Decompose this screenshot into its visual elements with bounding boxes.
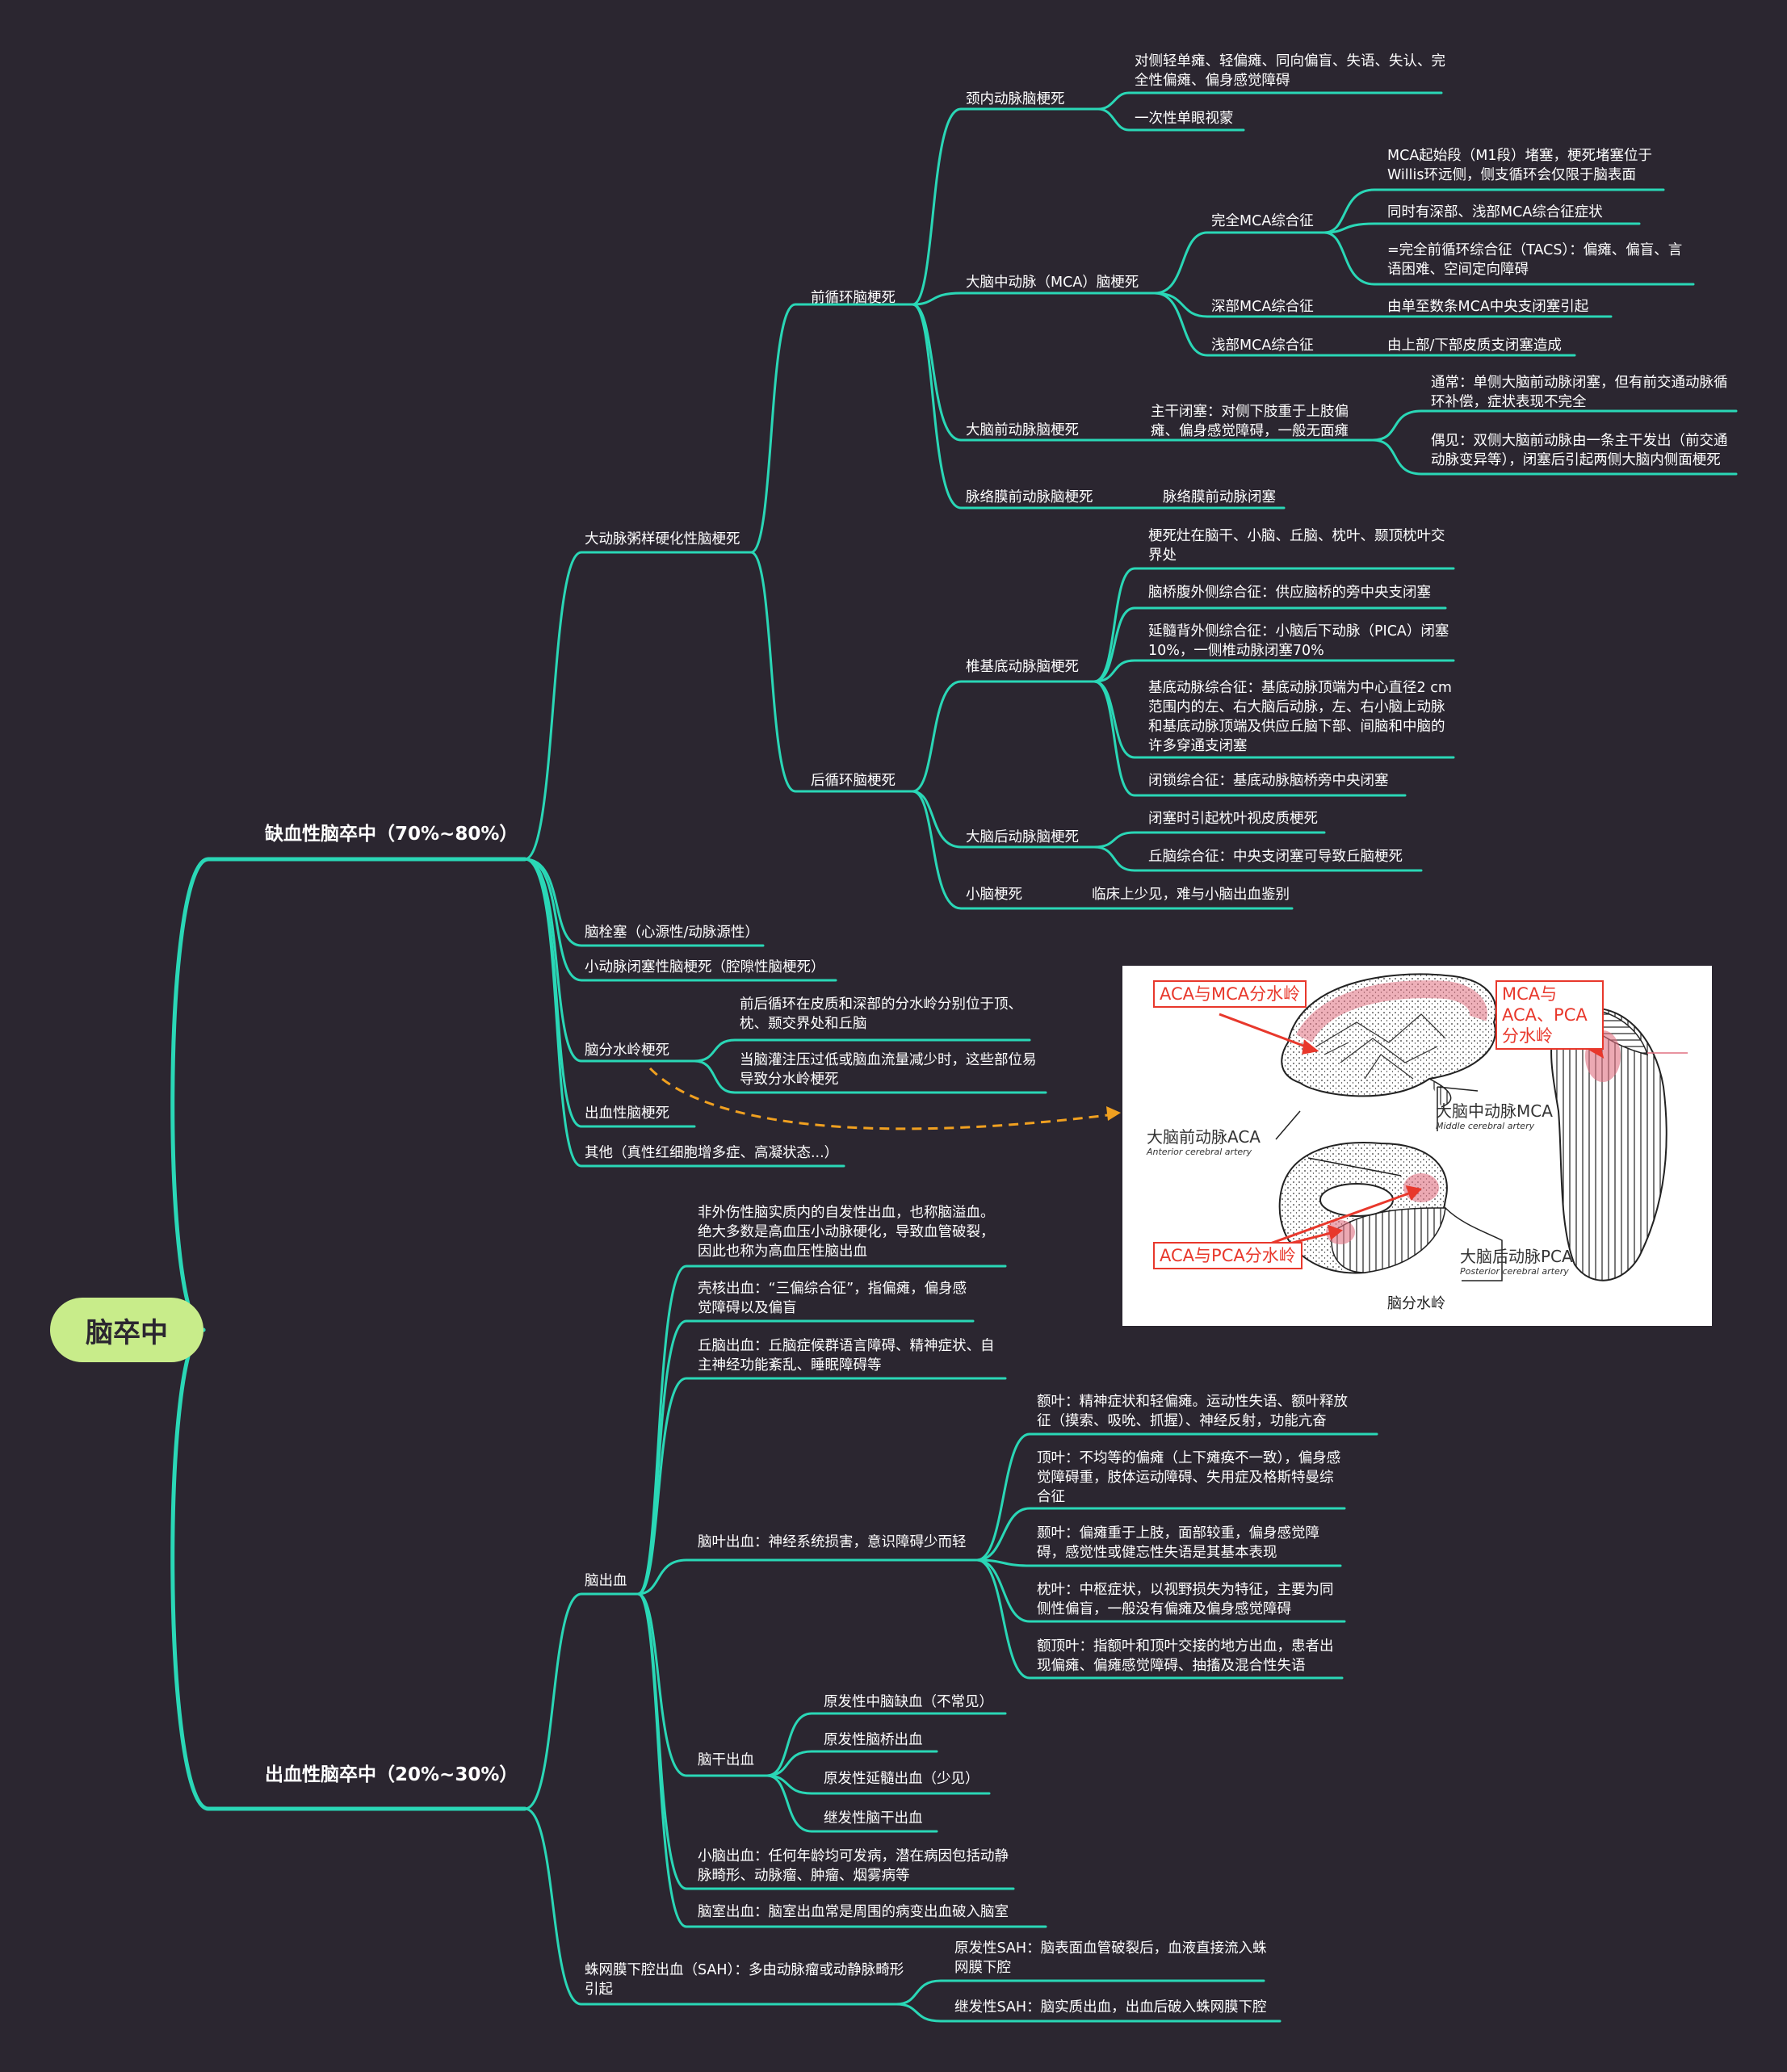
lacunar-node[interactable]: 小动脉闭塞性脑梗死（腔隙性脑梗死） — [585, 959, 825, 975]
ischemic-stroke-node[interactable]: 缺血性脑卒中（70%~80%） — [265, 824, 518, 845]
label-aca-mca-watershed: ACA与MCA分水岭 — [1153, 980, 1307, 1008]
brainstem-item-4: 继发性脑干出血 — [824, 1810, 923, 1827]
figure-caption: 脑分水岭 — [1387, 1295, 1445, 1312]
hemorrhagic-stroke-node[interactable]: 出血性脑卒中（20%~30%） — [265, 1764, 518, 1785]
ica-item-2: 一次性单眼视蒙 — [1135, 111, 1234, 127]
pca-item-1: 闭塞时引起枕叶视皮质梗死 — [1148, 811, 1318, 827]
aca-trunk: 主干闭塞：对侧下肢重于上肢偏瘫、偏身感觉障碍，一般无面瘫 — [1151, 404, 1349, 439]
brainstem-item-2: 原发性脑桥出血 — [824, 1732, 923, 1748]
brainstem-hemorrhage-node[interactable]: 脑干出血 — [698, 1752, 754, 1768]
ventricular-hemorrhage: 脑室出血：脑室出血常是周围的病变出血破入脑室 — [698, 1904, 1009, 1920]
mca-caption-cn: 大脑中动脉MCA — [1436, 1101, 1553, 1121]
vb-node[interactable]: 椎基底动脉脑梗死 — [966, 659, 1079, 675]
mca-caption: 大脑中动脉MCA Middle cerebral artery — [1436, 1098, 1553, 1131]
thalamic-hemorrhage: 丘脑出血：丘脑症候群语言障碍、精神症状、自主神经功能紊乱、睡眠障碍等 — [698, 1338, 995, 1374]
complete-mca-item-3: =完全前循环综合征（TACS）：偏瘫、偏盲、言语困难、空间定向障碍 — [1387, 242, 1683, 278]
hemorrhagic-infarct-node[interactable]: 出血性脑梗死 — [585, 1105, 669, 1122]
other-node[interactable]: 其他（真性红细胞增多症、高凝状态...） — [585, 1145, 839, 1161]
pca-caption-en: Posterior cerebral artery — [1460, 1266, 1569, 1277]
label-mca-aca-pca-watershed: MCA与ACA、PCA分水岭 — [1495, 980, 1604, 1050]
brainstem-item-3: 原发性延髓出血（少见） — [824, 1771, 979, 1787]
anterior-circulation-node[interactable]: 前循环脑梗死 — [811, 290, 896, 306]
watershed-figure-arrow — [648, 1067, 1115, 1130]
sah-node[interactable]: 蛛网膜下腔出血（SAH）：多由动脉瘤或动静脉畸形引起 — [585, 1962, 904, 1998]
sah-primary: 原发性SAH：脑表面血管破裂后，血液直接流入蛛网膜下腔 — [954, 1940, 1267, 1976]
vb-item-2: 脑桥腹外侧综合征：供应脑桥的旁中央支闭塞 — [1148, 585, 1431, 601]
pca-item-2: 丘脑综合征：中央支闭塞可导致丘脑梗死 — [1148, 849, 1403, 865]
superficial-mca-desc: 由上部/下部皮质支闭塞造成 — [1387, 338, 1562, 354]
watershed-node[interactable]: 脑分水岭梗死 — [585, 1042, 669, 1059]
pca-node[interactable]: 大脑后动脉脑梗死 — [966, 829, 1079, 845]
lobar-item-occipital: 枕叶：中枢症状，以视野损失为特征，主要为同侧性偏盲，一般没有偏瘫及偏身感觉障碍 — [1037, 1582, 1334, 1617]
label-aca-pca-watershed: ACA与PCA分水岭 — [1153, 1242, 1302, 1269]
complete-mca-item-2: 同时有深部、浅部MCA综合征症状 — [1387, 204, 1603, 220]
lobar-hemorrhage-node[interactable]: 脑叶出血：神经系统损害，意识障碍少而轻 — [698, 1534, 967, 1550]
root-node[interactable]: 脑卒中 — [50, 1298, 203, 1362]
deep-mca-desc: 由单至数条MCA中央支闭塞引起 — [1387, 299, 1589, 315]
deep-mca-node[interactable]: 深部MCA综合征 — [1211, 299, 1314, 315]
mca-node[interactable]: 大脑中动脉（MCA）脑梗死 — [966, 275, 1139, 291]
ich-intro: 非外伤性脑实质内的自发性出血，也称脑溢血。绝大多数是高血压小动脉硬化，导致血管破… — [698, 1205, 995, 1260]
lobar-item-frontoparietal: 额顶叶：指额叶和顶叶交接的地方出血，患者出现偏瘫、偏瘫感觉障碍、抽搐及混合性失语 — [1037, 1638, 1334, 1674]
complete-mca-item-1: MCA起始段（M1段）堵塞，梗死堵塞位于Willis环远侧，侧支循环会仅限于脑表… — [1387, 148, 1653, 183]
lobar-item-parietal: 顶叶：不均等的偏瘫（上下瘫痪不一致），偏身感觉障碍重，肢体运动障碍、失用症及格斯… — [1037, 1450, 1341, 1505]
aca-node[interactable]: 大脑前动脉脑梗死 — [966, 422, 1079, 438]
ica-item-1: 对侧轻单瘫、轻偏瘫、同向偏盲、失语、失认、完全性偏瘫、偏身感觉障碍 — [1135, 53, 1445, 89]
sah-secondary: 继发性SAH：脑实质出血，出血后破入蛛网膜下腔 — [954, 1999, 1267, 2015]
complete-mca-node[interactable]: 完全MCA综合征 — [1211, 213, 1314, 229]
watershed-figure: ACA与MCA分水岭 MCA与ACA、PCA分水岭 ACA与PCA分水岭 大脑中… — [1122, 966, 1712, 1326]
choroidal-desc: 脉络膜前动脉闭塞 — [1163, 489, 1276, 505]
aca-caption: 大脑前动脉ACA Anterior cerebral artery — [1147, 1124, 1261, 1157]
aca-item-1: 通常：单侧大脑前动脉闭塞，但有前交通动脉循环补偿，症状表现不完全 — [1431, 375, 1728, 410]
aca-item-2: 偶见：双侧大脑前动脉由一条主干发出（前交通动脉变异等），闭塞后引起两侧大脑内侧面… — [1431, 433, 1728, 468]
watershed-item-1: 前后循环在皮质和深部的分水岭分别位于顶、枕、颞交界处和丘脑 — [740, 996, 1022, 1032]
vb-item-5: 闭锁综合征：基底动脉脑桥旁中央闭塞 — [1148, 773, 1389, 789]
watershed-item-2: 当脑灌注压过低或脑血流量减少时，这些部位易导致分水岭梗死 — [740, 1052, 1037, 1088]
brainstem-item-1: 原发性中脑缺血（不常见） — [824, 1694, 993, 1710]
posterior-circulation-node[interactable]: 后循环脑梗死 — [811, 773, 896, 789]
cerebellar-infarct-desc: 临床上少见，难与小脑出血鉴别 — [1092, 887, 1290, 903]
embolism-node[interactable]: 脑栓塞（心源性/动脉源性） — [585, 925, 759, 941]
ich-node[interactable]: 脑出血 — [585, 1573, 627, 1589]
pca-caption: 大脑后动脉PCA Posterior cerebral artery — [1460, 1244, 1573, 1277]
vb-item-4: 基底动脉综合征：基底动脉顶端为中心直径2 cm 范围内的左、右大脑后动脉，左、右… — [1148, 680, 1452, 754]
atherosclerotic-node[interactable]: 大动脉粥样硬化性脑梗死 — [585, 531, 740, 547]
vb-item-1: 梗死灶在脑干、小脑、丘脑、枕叶、颞顶枕叶交界处 — [1148, 528, 1445, 564]
mca-caption-en: Middle cerebral artery — [1436, 1121, 1535, 1131]
cerebellar-hemorrhage: 小脑出血：任何年龄均可发病，潜在病因包括动静脉畸形、动脉瘤、肿瘤、烟雾病等 — [698, 1848, 1009, 1884]
choroidal-node[interactable]: 脉络膜前动脉脑梗死 — [966, 489, 1093, 505]
lobar-item-frontal: 额叶：精神症状和轻偏瘫。运动性失语、额叶释放征（摸索、吸吮、抓握）、神经反射，功… — [1037, 1394, 1348, 1429]
lobar-item-temporal: 颞叶：偏瘫重于上肢，面部较重，偏身感觉障碍，感觉性或健忘性失语是其基本表现 — [1037, 1525, 1319, 1561]
aca-caption-en: Anterior cerebral artery — [1147, 1147, 1252, 1157]
pca-caption-cn: 大脑后动脉PCA — [1460, 1247, 1573, 1266]
cerebellar-infarct-node[interactable]: 小脑梗死 — [966, 887, 1022, 903]
ica-node[interactable]: 颈内动脉脑梗死 — [966, 91, 1065, 107]
brain-illustration — [1219, 973, 1688, 1281]
aca-caption-cn: 大脑前动脉ACA — [1147, 1127, 1261, 1147]
vb-item-3: 延髓背外侧综合征：小脑后下动脉（PICA）闭塞10%，一侧椎动脉闭塞70% — [1148, 623, 1449, 659]
superficial-mca-node[interactable]: 浅部MCA综合征 — [1211, 338, 1314, 354]
putamen-hemorrhage: 壳核出血：“三偏综合征”，指偏瘫，偏身感觉障碍以及偏盲 — [698, 1281, 967, 1316]
